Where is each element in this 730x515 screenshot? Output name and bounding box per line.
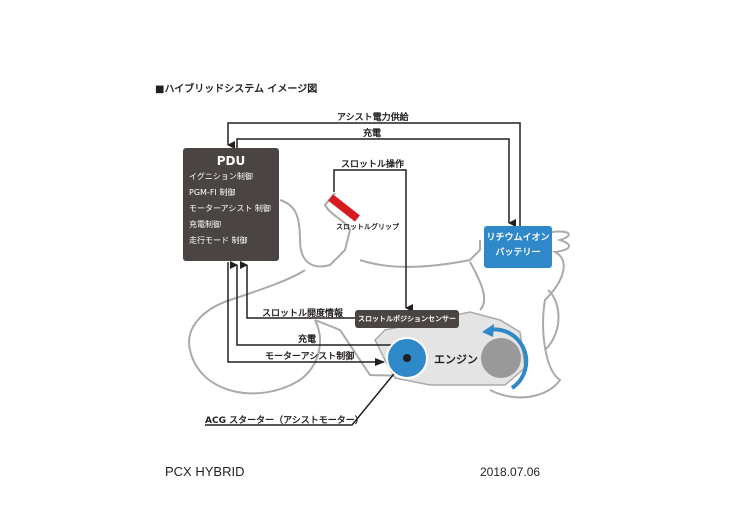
throttle-grip-icon [328, 194, 360, 222]
charge-top-label: 充電 [363, 129, 382, 139]
battery-box: リチウムイオン バッテリー [484, 226, 552, 268]
throttle-position-sensor: スロットルポジションセンサー [355, 310, 459, 328]
pdu-item: イグニション制御 [189, 172, 253, 181]
assist-power-label: アシスト電力供給 [337, 113, 409, 123]
throttle-grip-label: スロットルグリップ [336, 223, 399, 231]
throttle-operation-label: スロットル操作 [341, 160, 405, 170]
engine-label: エンジン [434, 353, 478, 366]
pdu-item: 走行モード 制御 [189, 236, 248, 245]
scooter-outline [188, 192, 570, 399]
throttle-info-label: スロットル開度情報 [262, 309, 344, 319]
pdu-title: PDU [216, 154, 246, 168]
page-title: ■ハイブリッドシステム イメージ図 [155, 84, 318, 95]
pdu-item: PGM-FI 制御 [189, 188, 236, 197]
pdu-item: モーターアシスト 制御 [189, 204, 271, 213]
acg-label: ACG スターター（アシストモーター） [205, 416, 364, 426]
battery-label-line1: リチウムイオン [486, 233, 550, 243]
charge-bottom-label: 充電 [298, 335, 317, 345]
battery-label-line2: バッテリー [495, 248, 541, 258]
motor-assist-label: モーターアシスト制御 [265, 352, 355, 362]
date: 2018.07.06 [480, 465, 541, 479]
model-name: PCX HYBRID [165, 464, 245, 479]
pdu-box: PDU イグニション制御 PGM-FI 制御 モーターアシスト 制御 充電制御 … [183, 148, 279, 261]
engine-pulley-icon [481, 338, 521, 378]
rotation-arrow-icon [487, 327, 529, 390]
pdu-item: 充電制御 [189, 220, 221, 229]
